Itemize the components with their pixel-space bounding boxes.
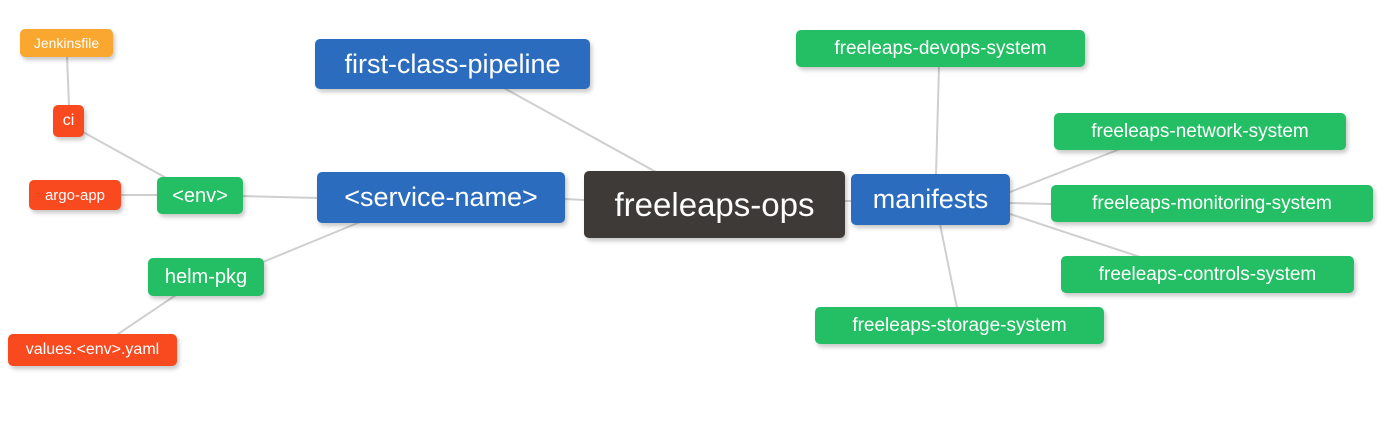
node-helm-pkg[interactable]: helm-pkg	[148, 258, 264, 296]
edge-manifests-freeleaps-monitoring-system	[1009, 202, 1053, 205]
node-freeleaps-network-system[interactable]: freeleaps-network-system	[1054, 113, 1346, 150]
edge-manifests-freeleaps-storage-system	[939, 223, 958, 309]
edge-service-name-freeleaps-ops	[563, 198, 586, 201]
node-argo-app[interactable]: argo-app	[29, 180, 121, 210]
edge-manifests-freeleaps-network-system	[1009, 148, 1121, 193]
node-freeleaps-ops[interactable]: freeleaps-ops	[584, 171, 845, 238]
node-service-name[interactable]: <service-name>	[317, 172, 565, 223]
edge-ci-env	[82, 131, 169, 180]
edge-manifests-freeleaps-devops-system	[935, 65, 940, 176]
node-ci[interactable]: ci	[53, 105, 84, 137]
node-freeleaps-monitoring-system[interactable]: freeleaps-monitoring-system	[1051, 185, 1373, 222]
edge-values-env-yaml-helm-pkg	[117, 294, 177, 335]
node-freeleaps-controls-system[interactable]: freeleaps-controls-system	[1061, 256, 1354, 293]
node-manifests[interactable]: manifests	[851, 174, 1010, 225]
edge-jenkinsfile-ci	[66, 55, 70, 107]
node-jenkinsfile[interactable]: Jenkinsfile	[20, 29, 113, 57]
edge-helm-pkg-service-name	[262, 221, 361, 263]
node-first-class-pipeline[interactable]: first-class-pipeline	[315, 39, 590, 89]
edge-first-class-pipeline-freeleaps-ops	[503, 87, 657, 173]
node-env[interactable]: <env>	[157, 177, 243, 214]
edge-env-service-name	[241, 195, 319, 199]
edge-manifests-freeleaps-controls-system	[1009, 213, 1141, 258]
node-freeleaps-storage-system[interactable]: freeleaps-storage-system	[815, 307, 1104, 344]
node-freeleaps-devops-system[interactable]: freeleaps-devops-system	[796, 30, 1085, 67]
node-values-env-yaml[interactable]: values.<env>.yaml	[8, 334, 177, 366]
